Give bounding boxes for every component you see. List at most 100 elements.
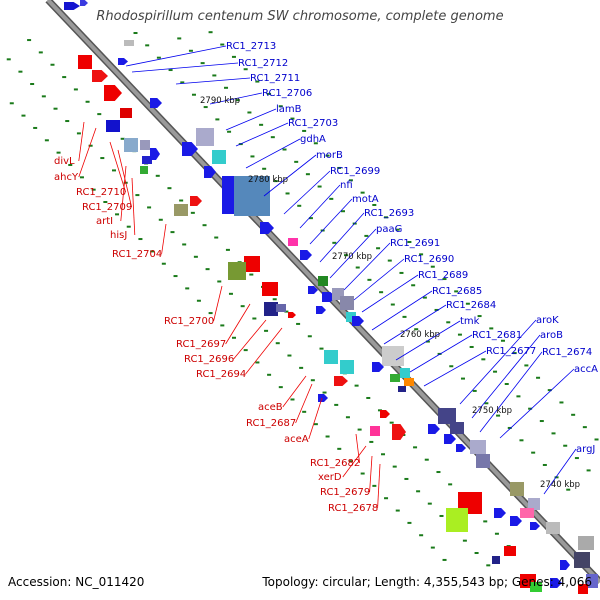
tick-dot: [477, 315, 482, 318]
tick-dot: [516, 395, 521, 398]
tick-dot: [531, 451, 536, 454]
tick-dot: [384, 497, 389, 500]
plus-gene-label: nfi: [340, 180, 353, 191]
plus-leader-line: [245, 138, 301, 169]
tick-dot: [496, 414, 501, 417]
minus-leader-line: [213, 285, 223, 322]
plus-leader-line: [225, 108, 277, 131]
tick-dot: [250, 155, 255, 158]
tick-dot: [563, 444, 568, 447]
plus-gene-label: RC1_2689: [418, 270, 468, 281]
plus-gene-label: RC1_2674: [542, 347, 592, 358]
tick-dot: [284, 310, 289, 313]
tick-dot: [170, 231, 175, 234]
kbp-tick-label: 2760 kbp: [400, 330, 440, 340]
gene-block: [504, 546, 516, 556]
tick-dot: [395, 509, 400, 512]
minus-gene-label: divL: [54, 156, 75, 167]
plus-label-layer: RC1_2713RC1_2712RC1_2711RC1_2706lamBRC1_…: [226, 41, 598, 455]
tick-dot: [348, 460, 353, 463]
tick-dot: [317, 185, 322, 188]
gene-block: [578, 536, 594, 550]
plus-leader-line: [125, 45, 227, 67]
tick-dot: [235, 99, 240, 102]
minus-gene-label: RC1_2697: [176, 339, 226, 350]
gene-block: [106, 120, 120, 132]
minus-leader-line: [377, 463, 381, 509]
tick-dot: [150, 250, 155, 253]
tick-dot: [340, 210, 345, 213]
gene-block: [340, 360, 354, 374]
tick-dot: [296, 322, 301, 325]
plus-gene-label: lamB: [276, 104, 302, 115]
tick-dot: [310, 379, 315, 382]
tick-dot: [442, 278, 447, 281]
gene-arrow: [456, 444, 466, 452]
kbp-tick-label: 2780 kbp: [248, 175, 288, 185]
gene-block: [404, 378, 414, 386]
tick-dot: [372, 203, 377, 206]
tick-dot: [180, 81, 185, 84]
tick-dot: [208, 312, 213, 315]
gene-arrow: [260, 222, 274, 234]
gene-block: [174, 204, 188, 216]
minus-leader-line: [161, 223, 167, 255]
tick-dot: [566, 488, 571, 491]
tick-dot: [377, 409, 382, 412]
minus-gene-label: RC1_2679: [320, 487, 370, 498]
plus-leader-line: [423, 350, 487, 387]
gene-block: [370, 426, 380, 436]
tick-dot: [79, 176, 84, 179]
tick-dot: [196, 299, 201, 302]
gene-block: [196, 128, 214, 146]
gene-arrow: [494, 508, 506, 518]
tick-dot: [33, 126, 38, 129]
gene-block: [450, 422, 464, 434]
minus-gene-label: aceB: [258, 402, 283, 413]
tick-dot: [231, 55, 236, 58]
tick-dot: [115, 213, 120, 216]
gene-arrow: [560, 560, 570, 570]
tick-dot: [205, 268, 210, 271]
tick-dot: [454, 290, 459, 293]
gene-block: [578, 584, 588, 594]
kbp-tick-label: 2740 kbp: [540, 480, 580, 490]
tick-dot: [135, 194, 140, 197]
plus-leader-line: [175, 77, 251, 85]
tick-dot: [414, 328, 419, 331]
gene-arrow: [80, 0, 88, 6]
gene-block: [318, 276, 328, 286]
plus-leader-line: [209, 92, 263, 105]
tick-dot: [267, 373, 272, 376]
tick-dot: [416, 490, 421, 493]
tick-dot: [220, 324, 225, 327]
gene-arrow: [104, 85, 122, 101]
tick-dot: [424, 458, 429, 461]
minus-leader-line: [245, 327, 283, 375]
plus-gene-label: RC1_2690: [404, 254, 454, 265]
plus-leader-line: [499, 368, 575, 439]
tick-dot: [367, 278, 372, 281]
plus-gene-label: RC1_2712: [238, 58, 288, 69]
tick-dot: [185, 287, 190, 290]
gene-block: [262, 282, 278, 296]
tick-dot: [62, 76, 67, 79]
gene-block: [446, 508, 468, 532]
topology-text: Topology: circular; Length: 4,355,543 bp…: [262, 575, 592, 589]
tick-dot: [68, 163, 73, 166]
minus-gene-label: RC1_2700: [164, 316, 214, 327]
tick-dot: [179, 199, 184, 202]
tick-dot: [202, 224, 207, 227]
gene-block: [124, 40, 134, 46]
tick-dot: [411, 284, 416, 287]
minus-leader-line: [120, 165, 127, 222]
tick-dot: [103, 201, 108, 204]
gene-block: [140, 166, 148, 174]
plus-leader-line: [361, 274, 419, 313]
gene-block: [400, 368, 410, 378]
tick-dot: [551, 432, 556, 435]
tick-dot: [413, 446, 418, 449]
tick-dot: [334, 403, 339, 406]
tick-dot: [53, 107, 58, 110]
chromosome-backbone: [45, 0, 600, 585]
